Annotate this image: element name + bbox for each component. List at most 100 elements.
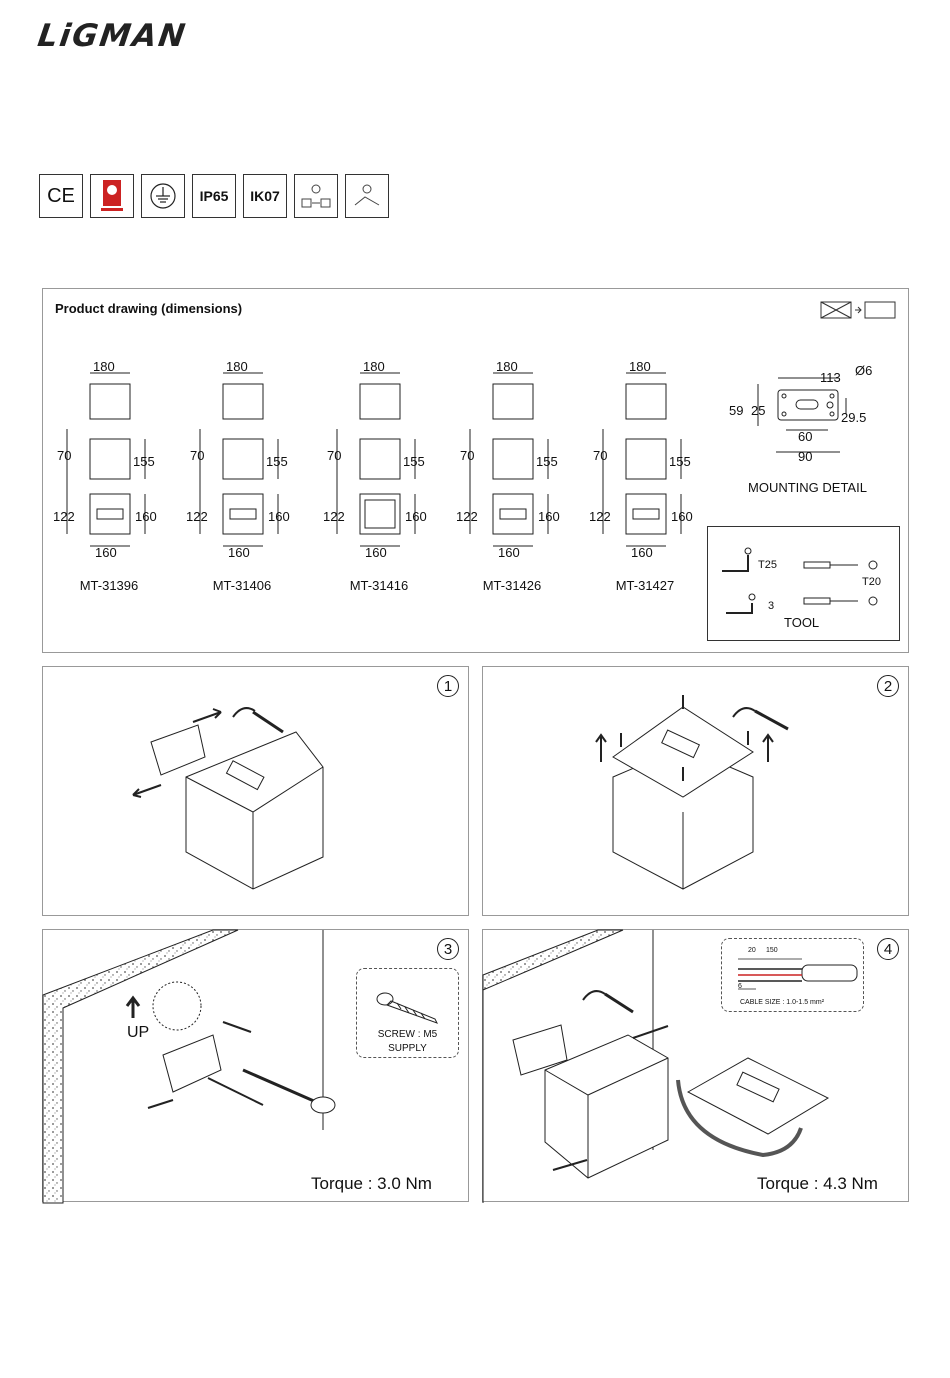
dim-bottom-width: 160 xyxy=(228,545,250,560)
tool-t20: T20 xyxy=(862,576,881,588)
dim-top-width: 180 xyxy=(496,359,518,374)
cable-spec-box: 20 150 6 CABLE SIZE : 1.0-1.5 mm² xyxy=(721,938,864,1012)
replace-glass-icon xyxy=(820,301,896,319)
side-view xyxy=(359,438,401,480)
ip65-icon: IP65 xyxy=(192,174,236,218)
dim-bottom-width: 160 xyxy=(498,545,520,560)
cable-strip-icon xyxy=(738,958,858,990)
dim-side: 160 xyxy=(405,509,427,524)
front-window xyxy=(96,508,124,520)
step-3-illustration xyxy=(42,929,336,1204)
dim-depth: 155 xyxy=(669,454,691,469)
dim-front-height: 122 xyxy=(456,509,478,524)
front-view xyxy=(222,493,264,535)
step-2-number: 2 xyxy=(877,675,899,697)
earth-ground-icon xyxy=(141,174,185,218)
dim-side: 160 xyxy=(268,509,290,524)
top-view xyxy=(89,383,131,420)
cable-dim-20: 20 xyxy=(748,947,756,954)
step-3-number: 3 xyxy=(437,938,459,960)
mounting-detail-label: MOUNTING DETAIL xyxy=(748,480,867,495)
dim-side: 160 xyxy=(538,509,560,524)
top-view xyxy=(492,383,534,420)
mount-dim-60: 60 xyxy=(798,429,812,444)
step-1-panel: 1 xyxy=(42,666,469,916)
certification-icons: CE IP65 IK07 xyxy=(39,174,389,218)
step-2-illustration xyxy=(595,695,789,890)
top-view xyxy=(359,383,401,420)
dim-front-height: 122 xyxy=(323,509,345,524)
front-view xyxy=(492,493,534,535)
model-label-3: MT-31426 xyxy=(482,578,542,593)
step-3-torque: Torque : 3.0 Nm xyxy=(311,1174,432,1193)
front-window xyxy=(364,499,396,529)
tool-drawings: T25 T20 3 xyxy=(722,547,881,614)
adjustable-icon xyxy=(294,174,338,218)
step-1-number: 1 xyxy=(437,675,459,697)
mount-dim-90: 90 xyxy=(798,449,812,464)
dim-bottom-width: 160 xyxy=(365,545,387,560)
dim-top-width: 180 xyxy=(629,359,651,374)
up-label: UP xyxy=(127,1024,150,1041)
step-1-illustration xyxy=(132,707,324,890)
front-window xyxy=(499,508,527,520)
dim-bottom-width: 160 xyxy=(631,545,653,560)
front-view xyxy=(625,493,667,535)
dim-height: 70 xyxy=(460,448,474,463)
dim-top-width: 180 xyxy=(226,359,248,374)
side-view xyxy=(89,438,131,480)
ik07-icon: IK07 xyxy=(243,174,287,218)
model-label-0: MT-31396 xyxy=(79,578,139,593)
tool-t25: T25 xyxy=(758,559,777,571)
front-window xyxy=(229,508,257,520)
step-3-panel: 3 UP SCREW : M5 SUPPLY Torque : 3.0 Nm xyxy=(42,929,469,1204)
step-4-panel: 4 20 150 6 CABLE SIZE : 1.0-1.5 mm² Torq… xyxy=(482,929,909,1203)
dim-depth: 155 xyxy=(133,454,155,469)
hex-key-3-icon xyxy=(726,593,756,614)
model-label-1: MT-31406 xyxy=(212,578,272,593)
dim-top-width: 180 xyxy=(93,359,115,374)
mount-dim-25: 25 xyxy=(751,403,765,418)
dim-depth: 155 xyxy=(536,454,558,469)
ligman-logo: LiGMAN xyxy=(35,18,190,54)
front-view xyxy=(89,493,131,535)
front-window xyxy=(632,508,660,520)
cable-dim-6: 6 xyxy=(738,983,742,990)
product-drawing-panel: Product drawing (dimensions) 180 70 155 122… xyxy=(42,288,909,653)
screw-spec: SCREW : M5 xyxy=(377,1029,438,1040)
cable-size: CABLE SIZE : 1.0-1.5 mm² xyxy=(740,999,825,1006)
model-drawing-3: 180 70 155 122 160 160 xyxy=(456,359,560,560)
dim-side: 160 xyxy=(135,509,157,524)
model-label-4: MT-31427 xyxy=(615,578,675,593)
drawing-title: Product drawing (dimensions) xyxy=(55,301,243,316)
side-view xyxy=(492,438,534,480)
screw-icon xyxy=(376,992,439,1024)
tool-label: TOOL xyxy=(784,615,820,630)
ce-mark-icon: CE xyxy=(39,174,83,218)
mount-dim-113: 113 xyxy=(820,370,841,385)
model-drawing-2: 180 70 155 122 160 160 xyxy=(323,359,427,560)
dim-top-width: 180 xyxy=(363,359,385,374)
mount-dim-29-5: 29.5 xyxy=(841,410,866,425)
side-view xyxy=(625,438,667,480)
tool-box: T25 T20 3 TOOL xyxy=(707,526,900,641)
screw-supply-box: SCREW : M5 SUPPLY xyxy=(356,968,459,1058)
cable-dim-150: 150 xyxy=(766,947,778,954)
top-view xyxy=(625,383,667,420)
dim-front-height: 122 xyxy=(53,509,75,524)
step-2-panel: 2 xyxy=(482,666,909,916)
mounting-detail-drawing xyxy=(757,377,847,453)
screwdriver-phillips-icon xyxy=(803,596,878,606)
dim-height: 70 xyxy=(593,448,607,463)
mount-dim-hole: Ø6 xyxy=(855,363,872,378)
replaceable-icon xyxy=(345,174,389,218)
dim-height: 70 xyxy=(327,448,341,463)
model-label-2: MT-31416 xyxy=(349,578,409,593)
screw-supply: SUPPLY xyxy=(388,1043,427,1054)
dim-depth: 155 xyxy=(403,454,425,469)
screwdriver-t20-icon xyxy=(803,560,878,570)
dim-bottom-width: 160 xyxy=(95,545,117,560)
